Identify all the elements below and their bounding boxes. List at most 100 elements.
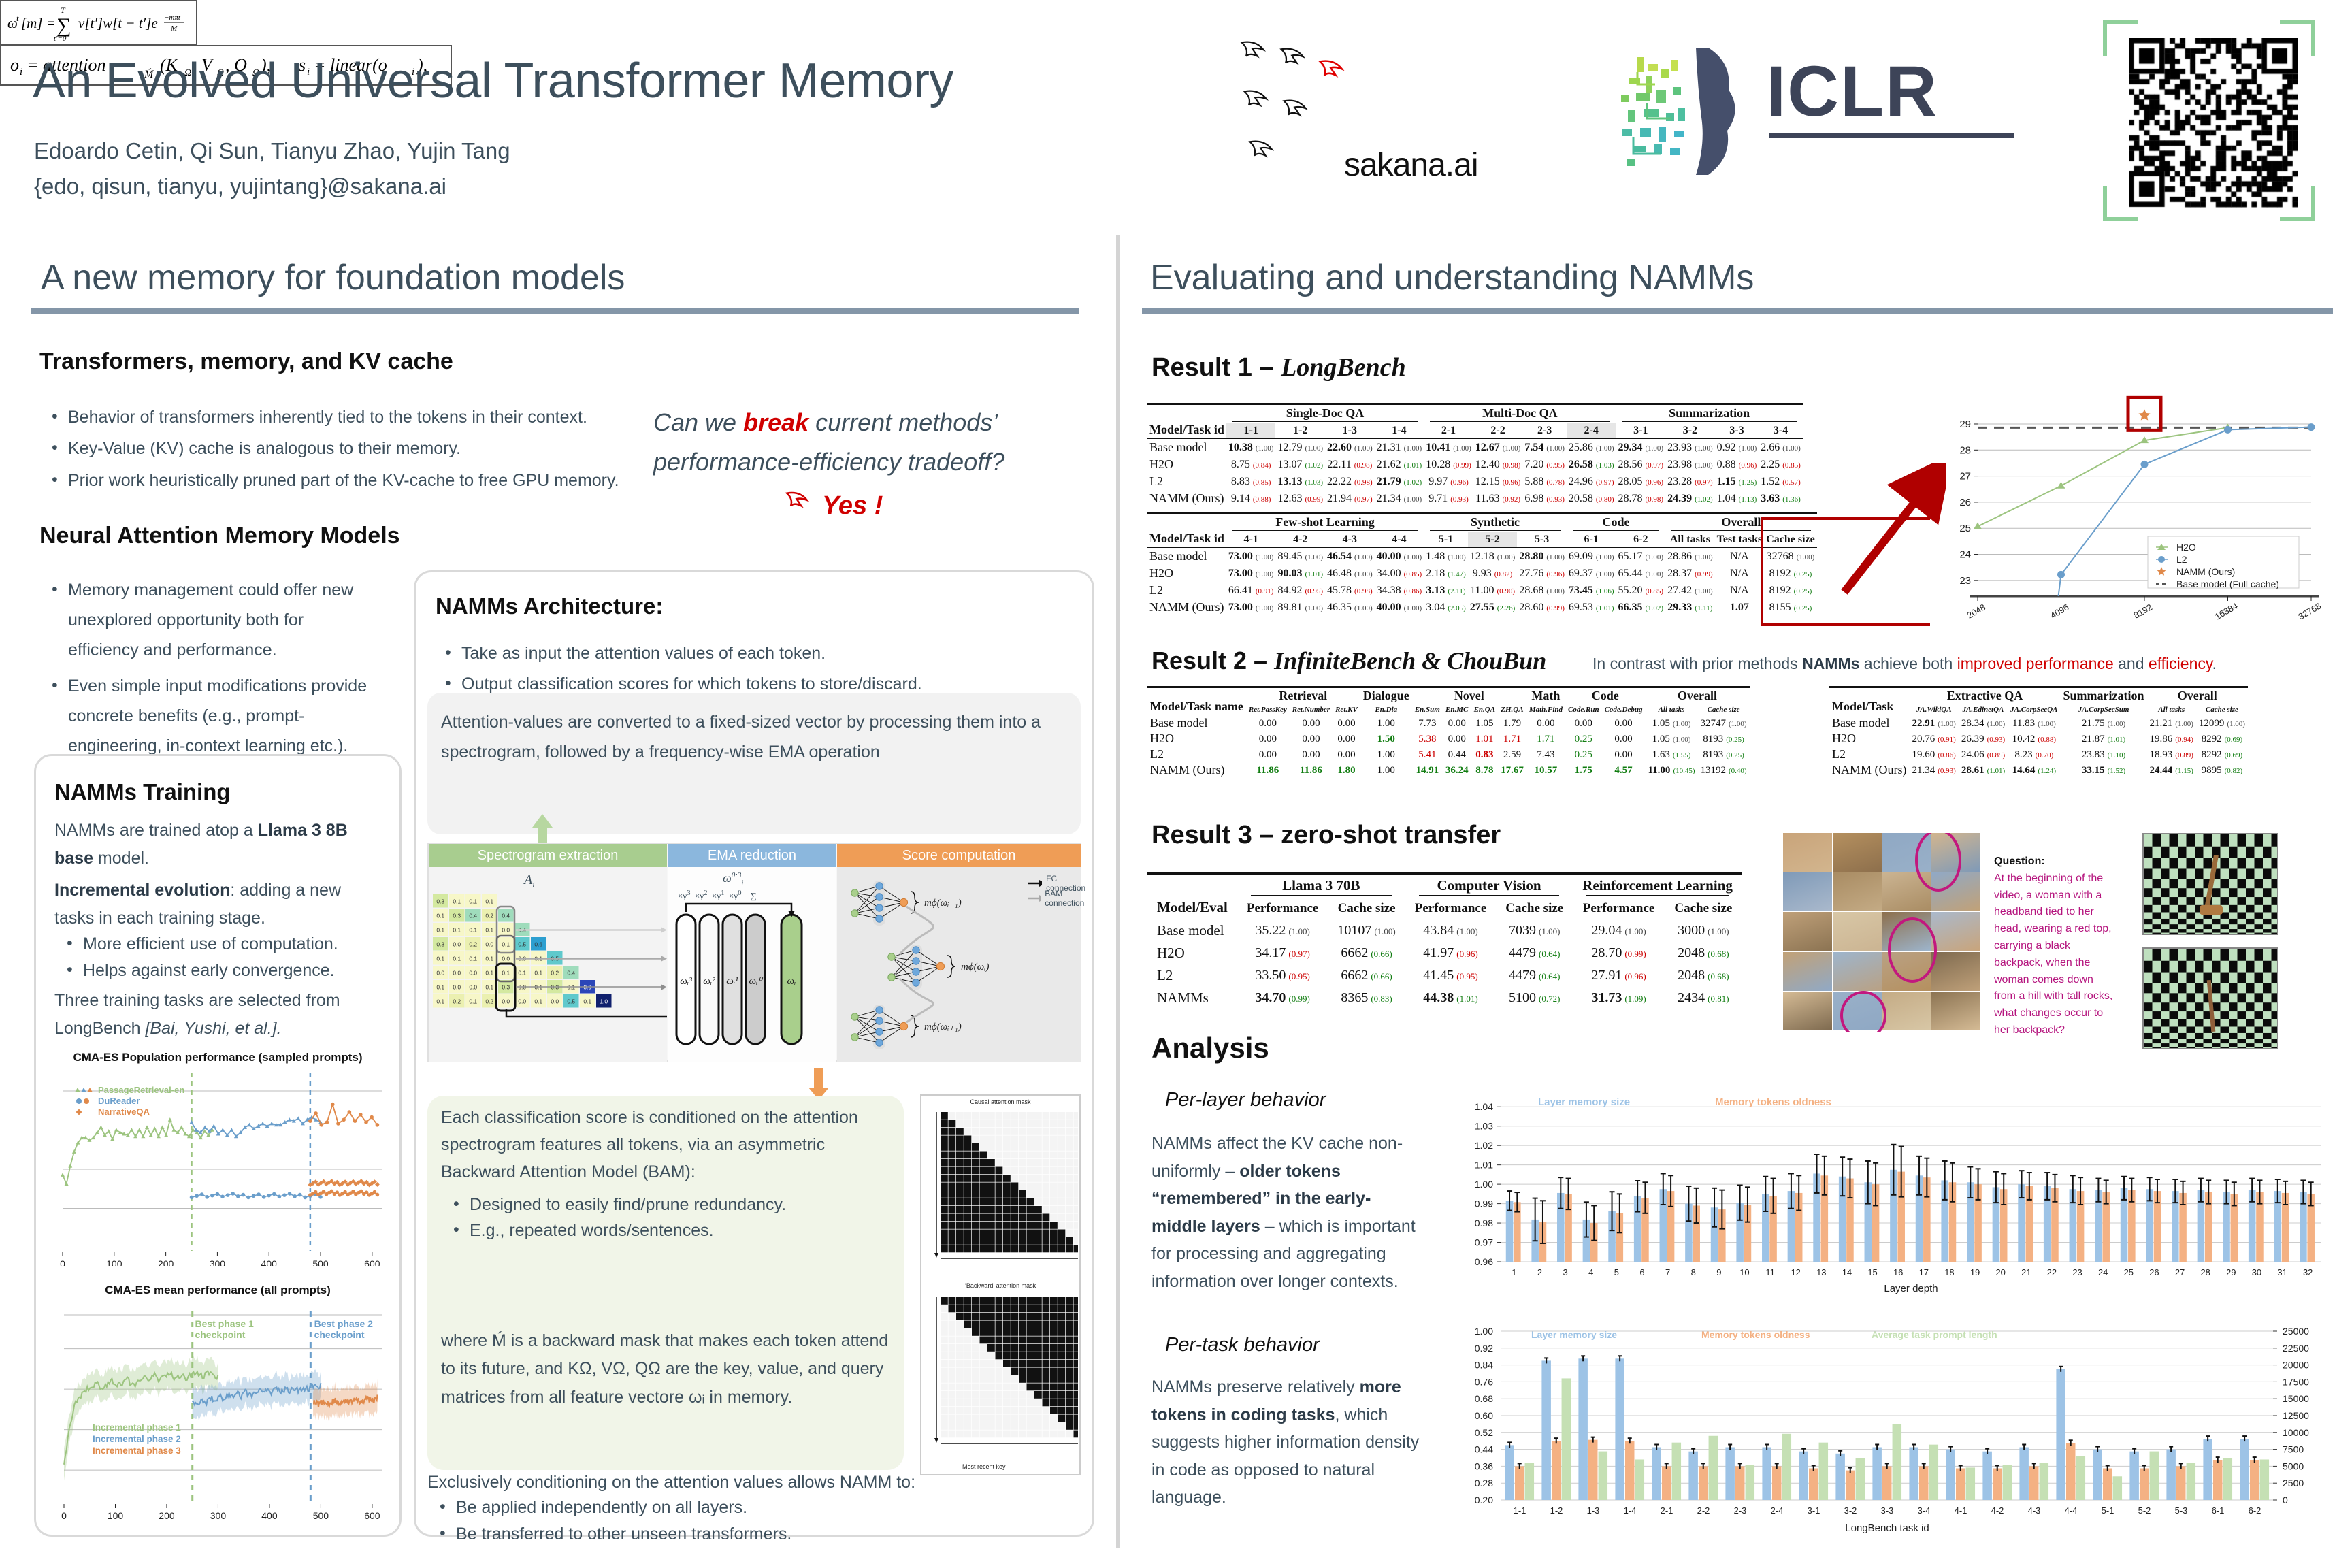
table-col-header: 6-2 (1633, 534, 1648, 545)
page-title: An Evolved Universal Transformer Memory (33, 54, 953, 108)
table-row-header: Model/Task id (1149, 423, 1224, 436)
table-cell: 13192 (0.40) (1700, 764, 1747, 776)
mask-label-causal: Causal attention mask (970, 1098, 1031, 1105)
svg-text:0.0: 0.0 (518, 998, 526, 1004)
svg-text:28: 28 (2200, 1267, 2210, 1277)
table-cell: 24.96 (0.97) (1568, 475, 1614, 487)
gamma-labels: ×γ3 ×γ2 ×γ1 ×γ0 ∑ (678, 889, 757, 901)
svg-text:31: 31 (2277, 1267, 2287, 1277)
table-col-header: JA.EdinetQA (1962, 706, 2004, 714)
list-item: Even simple input modifications provide … (48, 671, 368, 761)
bam-text-2: where Ḿ is a backward mask that makes e… (441, 1331, 889, 1407)
question-text: At the beginning of the video, a woman w… (1994, 872, 2113, 1036)
table-col-header: Math.Find (1529, 706, 1563, 714)
table-cell: 0.83 (1475, 749, 1494, 760)
table-row-label: H2O (1149, 457, 1173, 471)
table-group-header: Math (1526, 687, 1565, 706)
table-cell: 0.44 (1448, 749, 1466, 760)
svg-text:0.52: 0.52 (1475, 1427, 1493, 1438)
svg-text:28: 28 (1959, 444, 1971, 456)
iclr-logo-text: ICLR (1766, 52, 1938, 131)
table-cell: 9895 (0.82) (2201, 764, 2243, 776)
list-item: Key-Value (KV) cache is analogous to the… (48, 432, 660, 464)
table-cell: 0.00 (1337, 733, 1356, 745)
video-frame (1783, 912, 1832, 951)
table-cell: 4479 (0.64) (1509, 945, 1561, 960)
table-cell: 69.53 (1.01) (1568, 601, 1614, 613)
qr-code-block[interactable] (2096, 20, 2328, 228)
table-cell: 8192 (0.25) (1769, 567, 1812, 579)
video-frame (1832, 951, 1882, 991)
note-bold: NAMMs (1802, 655, 1860, 672)
table-cell: 1.00 (1377, 749, 1395, 760)
table-cell: 5.88 (0.78) (1524, 475, 1565, 487)
svg-text:200: 200 (158, 1258, 174, 1266)
table-cell: 43.84 (1.00) (1423, 923, 1478, 938)
video-frame (1783, 872, 1832, 912)
callout-break: break (743, 408, 809, 436)
table-cell: 27.76 (0.96) (1519, 567, 1565, 579)
table-group-header: Dialogue (1360, 687, 1412, 706)
table-group-header: Retrieval (1246, 687, 1360, 706)
table-cell: 2048 (0.68) (1678, 945, 1729, 960)
svg-text:0.28: 0.28 (1475, 1477, 1493, 1488)
table-cell: 0.00 (1537, 717, 1555, 729)
table-cell: 69.37 (1.00) (1568, 567, 1614, 579)
question-box: Question: At the beginning of the video,… (1994, 853, 2114, 1039)
table-group-header: Code (1565, 687, 1645, 706)
table-cell: 12.15 (0.96) (1475, 475, 1521, 487)
list-item: Take as input the attention values of ea… (441, 638, 1067, 669)
svg-text:, V: , V (193, 55, 214, 75)
table-row-label: H2O (1832, 732, 1856, 745)
list-item: Be transferred to other unseen transform… (436, 1520, 1075, 1548)
table-cell: 1.71 (1537, 733, 1555, 745)
table-cell: 1.05 (1475, 717, 1494, 729)
fish-icon-red (1317, 56, 1348, 88)
table-row: NAMM (Ours)9.14 (0.88)12.63 (0.99)21.94 … (1147, 490, 1803, 507)
table-cell: 23.83 (1.10) (2081, 749, 2126, 760)
diagram-header-score: Score computation (837, 844, 1081, 867)
table-col-header: 4-3 (1342, 534, 1357, 545)
table-cell: 12.63 (0.99) (1277, 492, 1324, 504)
table-cell: 21.94 (0.97) (1327, 492, 1373, 504)
table-col-header: Performance (1414, 901, 1487, 915)
svg-text:0.1: 0.1 (485, 983, 493, 990)
video-frame (1783, 833, 1832, 872)
per-task-title: Per-task behavior (1165, 1334, 1320, 1356)
table-group-header: Multi-Doc QA (1424, 404, 1616, 424)
table-cell: 0.00 (1448, 733, 1466, 745)
table-cell: 8193 (0.25) (1703, 749, 1744, 760)
list-item: E.g., repeated words/sentences. (449, 1218, 885, 1244)
svg-text:Ω: Ω (252, 68, 259, 78)
table-cell: 27.42 (1.00) (1667, 584, 1713, 596)
video-frame (1783, 991, 1832, 1030)
svg-text:2048: 2048 (1965, 602, 1987, 620)
qr-corner-tr (2280, 20, 2315, 56)
table-cell: 32768 (1.00) (1766, 550, 1815, 562)
svg-text:22500: 22500 (2283, 1343, 2309, 1354)
fish-icon (1239, 37, 1270, 69)
table-row-label: Base model (1157, 922, 1224, 938)
table-col-header: Ret.PassKey (1248, 706, 1287, 714)
table-cell: 7.54 (1.00) (1524, 441, 1565, 453)
table-group-header: Overall (1665, 513, 1817, 533)
table-col-header: En.Sum (1414, 706, 1440, 714)
svg-text:0.1: 0.1 (469, 926, 477, 933)
svg-text:0: 0 (60, 1258, 65, 1266)
svg-text:29: 29 (2226, 1267, 2236, 1277)
table-group-header: Reinforcement Learning (1573, 874, 1742, 899)
table-cell: 40.00 (1.00) (1376, 550, 1422, 562)
svg-text:3: 3 (1563, 1267, 1567, 1277)
svg-text:29: 29 (1959, 419, 1971, 430)
table-cell: 0.00 (1258, 749, 1277, 760)
table-col-header: All tasks (1669, 534, 1710, 545)
left-section-rule (31, 308, 1079, 314)
video-frame (1882, 872, 1931, 912)
svg-text:0.3: 0.3 (453, 912, 461, 919)
namms-training-p3: Three training tasks are selected from L… (54, 987, 374, 1042)
p1-bold: Llama 3 8B base (54, 821, 348, 868)
table-cell: 9.93 (0.82) (1472, 567, 1513, 579)
